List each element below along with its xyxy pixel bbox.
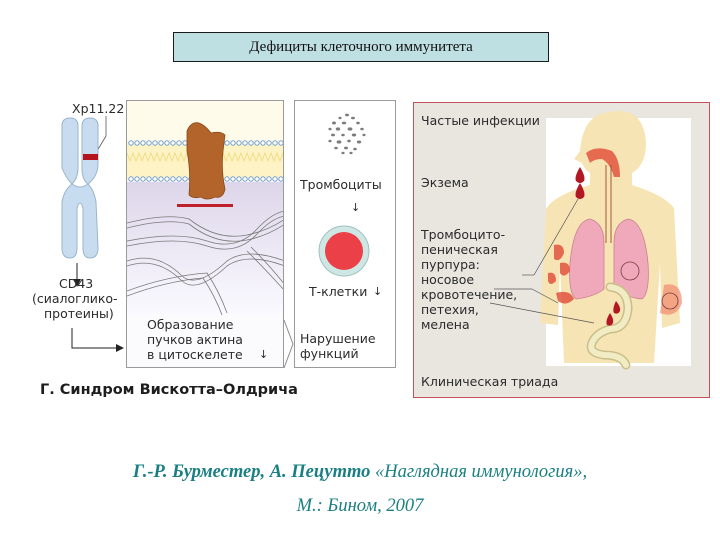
cd43-label: CD43 [59, 276, 94, 291]
clinical-item-purpura-line5: кровотечение, [421, 287, 518, 302]
platelets-label: Тромбоциты [300, 177, 382, 192]
actin-caption-line3: в цитоскелете [147, 347, 243, 362]
flow-arrow-right-icon [71, 328, 124, 352]
slide-title-box: Дефициты клеточного иммунитета [173, 32, 549, 62]
decrease-arrow-icon: ↓ [259, 348, 269, 361]
chevron-connector-icon [283, 319, 294, 369]
citation-publisher: М.: Бином, 2007 [296, 496, 424, 516]
clinical-triad-panel: Частые инфекции Экзема Тромбоцито- пенич… [413, 102, 710, 398]
figure-subtitle: Г. Синдром Вискотта–Олдрича [40, 382, 298, 398]
cd43-protein-shape [186, 122, 226, 200]
citation-authors: Г.-Р. Бурместер, А. Пецутто [132, 462, 371, 482]
tcells-decrease-arrow-icon: ↓ [373, 285, 383, 298]
citation-line1: Г.-Р. Бурместер, А. Пецутто «Наглядная и… [0, 462, 720, 483]
locus-label: Xp11.22 [72, 101, 125, 116]
clinical-item-purpura-line1: Тромбоцито- [421, 227, 506, 242]
actin-caption-line1: Образование [147, 317, 234, 332]
clinical-item-purpura-line6: петехия, [421, 302, 479, 317]
t-cell-icon [318, 225, 370, 277]
tcells-label: Т-клетки [309, 284, 368, 299]
clinical-item-purpura-line2: пеническая [421, 242, 498, 257]
function-impairment-line2: функций [300, 346, 359, 361]
sialoglyco-label-line2: протеины) [44, 306, 114, 321]
actin-caption-line2: пучков актина [147, 332, 243, 347]
cells-panel: Тромбоциты ↓ Т-клетки ↓ Нарушение функци… [294, 100, 396, 368]
platelets-cluster-icon [328, 113, 366, 155]
x-chromosome-icon [61, 116, 107, 287]
cytoskeleton-panel: Образование пучков актина в цитоскелете … [126, 100, 284, 368]
human-body-illustration [489, 111, 682, 370]
clinical-triad-footer: Клиническая триада [421, 374, 559, 389]
clinical-item-infections: Частые инфекции [421, 113, 540, 128]
clinical-item-purpura-line3: пурпура: [421, 257, 480, 272]
function-impairment-line1: Нарушение [300, 331, 376, 346]
clinical-item-eczema: Экзема [421, 175, 469, 190]
citation-book: «Наглядная иммунология», [370, 462, 588, 482]
slide-title: Дефициты клеточного иммунитета [249, 38, 473, 55]
clinical-item-purpura-line4: носовое [421, 272, 475, 287]
cell-membrane-illustration [127, 101, 283, 316]
sialoglyco-label-line1: (сиалоглико- [32, 291, 118, 306]
chromosome-section: Xp11.22 CD43 (сиалоглико- протеины) [28, 98, 125, 368]
platelets-decrease-arrow-icon: ↓ [351, 201, 361, 214]
clinical-item-purpura-line7: мелена [421, 317, 470, 332]
